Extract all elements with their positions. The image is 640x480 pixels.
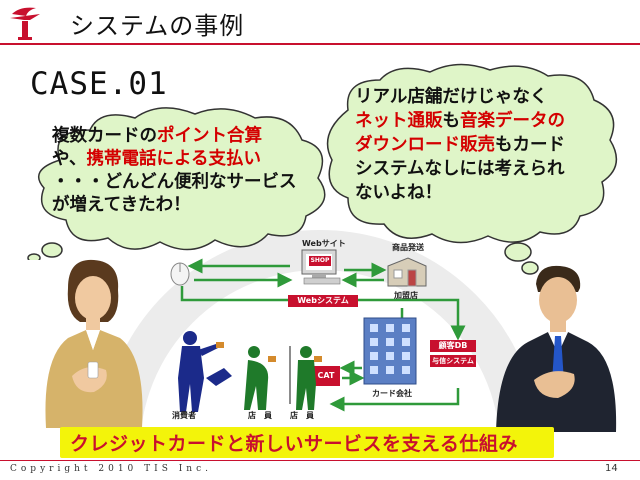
diagram-arrows bbox=[180, 258, 466, 412]
bubble-left-text: 複数カードのポイント合算 や、携帯電話による支払い ・・・どんどん便利なサービス… bbox=[52, 126, 297, 215]
clerk-figure-1-icon bbox=[244, 346, 276, 410]
customer-db-box: 顧客DB bbox=[430, 340, 476, 352]
shipping-label: 商品発送 bbox=[392, 243, 424, 252]
footer-divider bbox=[0, 460, 640, 461]
page-title: システムの事例 bbox=[70, 12, 245, 40]
web-system-box: Webシステム bbox=[288, 295, 358, 307]
credit-system-box: 与信システム bbox=[430, 355, 476, 367]
member-store-label: 加盟店 bbox=[394, 291, 418, 300]
consumer-figure-icon bbox=[178, 331, 232, 412]
banner-text: クレジットカードと新しいサービスを支える仕組み bbox=[70, 433, 518, 455]
payment-flow-diagram: Webサイト SHOP 商品発送 加盟店 Webシステム カード会社 顧客DB … bbox=[162, 228, 480, 420]
copyright: Copyright 2010 TIS Inc. bbox=[10, 464, 212, 474]
store-building-icon bbox=[387, 257, 427, 287]
bottom-banner bbox=[60, 427, 554, 458]
woman-illustration bbox=[45, 259, 143, 428]
case-label: CASE.01 bbox=[30, 66, 168, 102]
bubble-right-text: リアル店舗だけじゃなく ネット通販も音楽データの ダウンロード販売もカード シス… bbox=[355, 87, 565, 203]
thought-bubble-left bbox=[27, 107, 326, 260]
clerk-1-label: 店 員 bbox=[248, 411, 272, 420]
header-divider bbox=[0, 43, 640, 45]
page-number: 14 bbox=[605, 463, 618, 474]
mouse-icon bbox=[170, 262, 190, 286]
card-company-label: カード会社 bbox=[372, 389, 412, 398]
cat-terminal-box: CAT bbox=[312, 366, 340, 386]
thought-bubble-right bbox=[326, 63, 618, 275]
man-illustration bbox=[496, 265, 617, 432]
clerk-2-label: 店 員 bbox=[290, 411, 314, 420]
web-site-label: Webサイト bbox=[302, 239, 346, 248]
clerk-figure-2-icon bbox=[296, 346, 322, 410]
computer-icon bbox=[301, 249, 341, 285]
torch-logo-icon bbox=[10, 7, 40, 40]
consumer-label: 消費者 bbox=[172, 411, 196, 420]
shop-badge: SHOP bbox=[309, 256, 331, 266]
card-company-building-icon bbox=[363, 317, 417, 385]
